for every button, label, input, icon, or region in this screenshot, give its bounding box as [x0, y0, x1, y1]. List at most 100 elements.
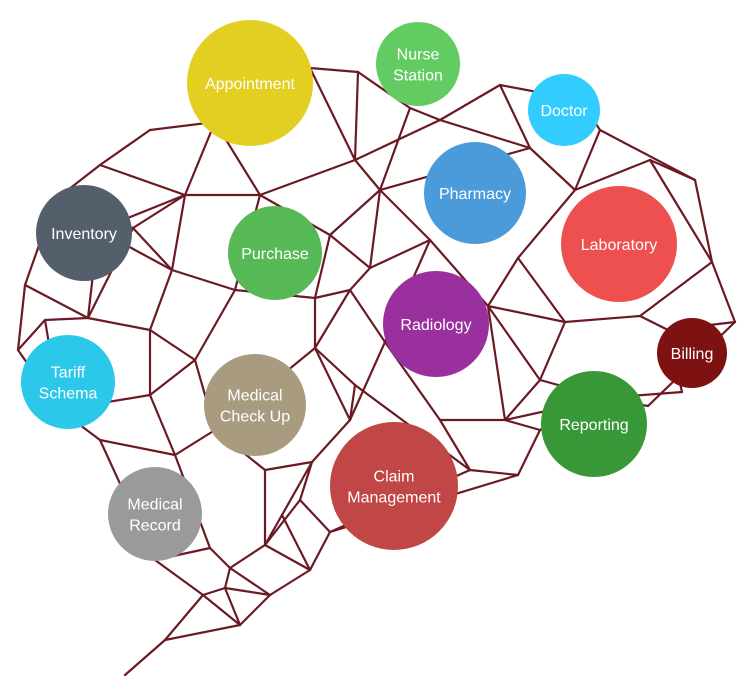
network-line: [598, 128, 697, 182]
network-line: [201, 593, 242, 627]
medical-check-up-label: Check Up: [220, 409, 290, 426]
network-line: [438, 418, 472, 472]
network-line: [263, 460, 314, 472]
network-line: [348, 383, 357, 422]
doctor-label: Doctor: [540, 103, 588, 120]
network-line: [223, 586, 272, 597]
radiology-label: Radiology: [400, 317, 471, 334]
node-radiology: Radiology: [383, 271, 489, 377]
network-line: [348, 340, 387, 422]
network-line: [438, 118, 532, 150]
network-line: [328, 233, 372, 270]
network-line: [368, 188, 382, 270]
network-line: [328, 188, 382, 237]
network-line: [123, 638, 167, 677]
network-line: [638, 314, 670, 332]
network-line: [148, 393, 177, 457]
tariff-schema-label: Schema: [39, 386, 98, 403]
laboratory-label: Laboratory: [581, 237, 658, 254]
network-line: [43, 316, 90, 322]
network-line: [223, 586, 242, 627]
network-line: [310, 418, 352, 464]
network-line: [573, 158, 652, 192]
network-line: [148, 328, 197, 362]
node-doctor: Doctor: [528, 74, 600, 146]
network-line: [378, 106, 412, 192]
node-inventory: Inventory: [36, 185, 132, 281]
network-line: [183, 120, 217, 197]
network-line: [308, 530, 332, 572]
node-appointment: Appointment: [187, 20, 313, 146]
network-line: [538, 320, 567, 382]
purchase-label: Purchase: [241, 246, 309, 263]
reporting-circle: [541, 371, 647, 477]
brain-network-lines: [16, 66, 737, 677]
network-line: [98, 163, 187, 197]
network-line: [516, 256, 567, 324]
network-line: [486, 304, 542, 382]
network-line: [238, 593, 272, 627]
medical-record-label: Record: [129, 518, 181, 535]
network-line: [368, 238, 432, 270]
node-purchase: Purchase: [228, 206, 322, 300]
network-line: [201, 586, 227, 597]
node-reporting: Reporting: [541, 371, 647, 477]
network-line: [86, 316, 152, 332]
network-line: [693, 178, 714, 264]
network-line: [468, 468, 520, 477]
inventory-circle: [36, 185, 132, 281]
nurse-station-label: Station: [393, 68, 443, 85]
network-line: [98, 128, 152, 167]
network-line: [486, 304, 507, 422]
network-line: [313, 346, 352, 422]
network-line: [486, 256, 520, 308]
network-line: [528, 146, 577, 192]
network-line: [563, 314, 642, 324]
pharmacy-circle: [424, 142, 526, 244]
network-line: [298, 460, 314, 502]
pharmacy-label: Pharmacy: [439, 186, 511, 203]
network-line: [163, 623, 242, 642]
network-line: [16, 283, 27, 352]
network-line: [263, 543, 312, 572]
inventory-label: Inventory: [51, 226, 117, 243]
billing-circle: [657, 318, 727, 388]
network-line: [486, 304, 567, 324]
network-line: [516, 188, 577, 260]
medical-record-circle: [108, 467, 202, 561]
network-line: [503, 378, 542, 422]
network-line: [353, 70, 360, 162]
module-circles: Appointment NurseStationDoctorInventoryPu…: [21, 20, 727, 561]
network-line: [280, 513, 312, 572]
claim-management-label: Claim: [374, 469, 415, 486]
network-line: [298, 498, 332, 534]
network-line: [228, 566, 272, 597]
node-laboratory: Laboratory: [561, 186, 677, 302]
network-line: [648, 158, 714, 264]
network-line: [228, 543, 267, 570]
network-line: [163, 593, 205, 642]
network-line: [313, 346, 357, 387]
network-line: [23, 283, 90, 320]
network-line: [308, 66, 360, 74]
network-line: [638, 260, 714, 318]
reporting-label: Reporting: [559, 417, 628, 434]
tariff-schema-label: Tariff: [51, 365, 86, 382]
network-line: [258, 158, 357, 197]
network-line: [153, 558, 205, 597]
appointment-label: Appointment: [205, 76, 295, 93]
doctor-circle: [528, 74, 600, 146]
network-line: [313, 288, 352, 350]
network-line: [353, 158, 382, 192]
network-line: [348, 288, 387, 344]
network-line: [280, 460, 314, 517]
radiology-circle: [383, 271, 489, 377]
node-pharmacy: Pharmacy: [424, 142, 526, 244]
billing-label: Billing: [671, 346, 714, 363]
nurse-station-label: Nurse: [397, 47, 440, 64]
network-line: [348, 266, 372, 292]
network-line: [573, 128, 602, 192]
